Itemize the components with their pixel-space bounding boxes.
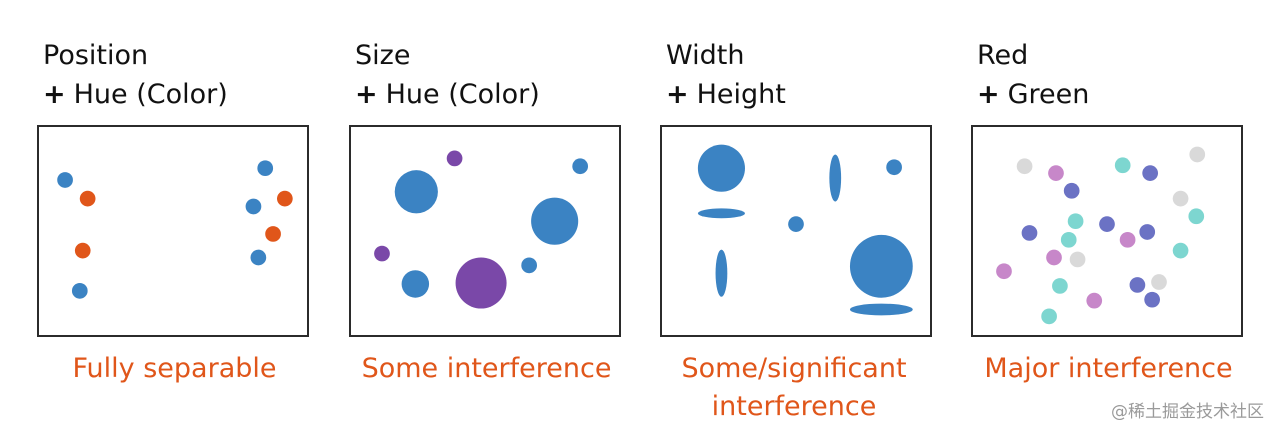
panel-title: Position +Hue (Color) — [43, 36, 228, 114]
mark-circle-16 — [1046, 249, 1062, 266]
plus-sign: + — [977, 79, 1000, 110]
mark-ellipse-1 — [697, 144, 745, 192]
mark-ellipse-7 — [849, 234, 913, 298]
title-line-1: Position — [43, 40, 149, 71]
title-line-2-text: Height — [696, 79, 786, 110]
mark-circle-13 — [1060, 231, 1077, 248]
panel-position-hue: Position +Hue (Color) Fully separable — [37, 0, 327, 434]
panel-caption: Fully separable — [72, 353, 277, 384]
watermark: @稀土掘金技术社区 — [1111, 402, 1264, 422]
mark-circle-15 — [1172, 242, 1189, 259]
title-line-2: +Hue (Color) — [355, 75, 540, 114]
mark-circle-14 — [1119, 231, 1136, 248]
mark-ellipse-6 — [715, 249, 728, 297]
mark-circle-1 — [446, 150, 463, 167]
mark-circle-11 — [1139, 224, 1156, 240]
title-line-2: +Hue (Color) — [43, 75, 228, 114]
mark-circle-2 — [79, 190, 96, 207]
mark-circle-6 — [277, 190, 293, 207]
mark-circle-6 — [521, 257, 537, 274]
title-line-2: +Height — [666, 75, 786, 114]
diagram-box — [37, 125, 309, 337]
mark-circle-8 — [265, 226, 281, 242]
title-line-2-text: Green — [1007, 79, 1090, 110]
mark-ellipse-5 — [788, 216, 804, 232]
mark-circle-7 — [245, 198, 262, 215]
mark-ellipse-4 — [886, 159, 902, 176]
mark-circle-21 — [1129, 277, 1146, 293]
diagram-canvas — [374, 150, 589, 309]
mark-circle-6 — [1063, 182, 1080, 199]
mark-circle-5 — [1189, 146, 1206, 163]
panel-caption: Major interference — [984, 353, 1233, 384]
mark-circle-23 — [1144, 291, 1160, 308]
plus-sign: + — [666, 79, 689, 110]
title-line-2: +Green — [977, 75, 1089, 114]
mark-ellipse-2 — [697, 208, 745, 219]
panel-title: Red +Green — [977, 36, 1089, 114]
mark-circle-2 — [1048, 165, 1064, 181]
mark-ellipse-8 — [849, 303, 913, 316]
title-line-2-text: Hue (Color) — [385, 79, 540, 110]
panel-width-height: Width +Height Some/significant interfere… — [660, 0, 950, 434]
panel-title: Size +Hue (Color) — [355, 36, 540, 114]
mark-circle-3 — [394, 170, 438, 214]
diagram-canvas — [697, 144, 913, 316]
mark-circle-3 — [1114, 157, 1131, 174]
mark-circle-20 — [1052, 278, 1068, 294]
diagram-box — [660, 125, 932, 337]
mark-circle-8 — [1188, 208, 1205, 225]
mark-circle-24 — [1041, 308, 1057, 325]
mark-circle-22 — [1086, 292, 1103, 309]
mark-circle-4 — [1142, 165, 1159, 181]
mark-circle-1 — [1016, 158, 1033, 175]
mark-circle-4 — [531, 197, 579, 245]
mark-circle-5 — [374, 245, 390, 262]
mark-circle-7 — [1172, 190, 1189, 207]
diagram-canvas — [57, 160, 293, 299]
title-line-2-text: Hue (Color) — [73, 79, 228, 110]
title-line-1: Red — [977, 40, 1029, 71]
panel-caption: Some/significant interference — [681, 353, 907, 422]
diagram-box — [349, 125, 621, 337]
mark-circle-18 — [996, 263, 1012, 280]
mark-circle-17 — [1069, 251, 1086, 268]
panel-red-green: Red +Green Major interference — [971, 0, 1261, 434]
panel-title: Width +Height — [666, 36, 786, 114]
diagram-canvas — [996, 146, 1206, 325]
mark-circle-5 — [257, 160, 274, 177]
title-line-1: Size — [355, 40, 411, 71]
panel-caption: Some interference — [361, 353, 612, 384]
mark-circle-12 — [1021, 225, 1038, 241]
mark-circle-8 — [455, 257, 507, 309]
mark-circle-10 — [1099, 216, 1115, 232]
mark-circle-9 — [1067, 213, 1084, 230]
mark-circle-9 — [250, 249, 267, 266]
mark-circle-7 — [401, 270, 430, 298]
mark-circle-19 — [1151, 274, 1167, 290]
mark-circle-2 — [572, 158, 589, 175]
mark-circle-4 — [71, 283, 88, 299]
mark-circle-3 — [74, 242, 91, 259]
mark-ellipse-3 — [829, 154, 842, 202]
plus-sign: + — [43, 79, 66, 110]
plus-sign: + — [355, 79, 378, 110]
diagram-box — [971, 125, 1243, 337]
title-line-1: Width — [666, 40, 745, 71]
panel-size-hue: Size +Hue (Color) Some interference — [349, 0, 639, 434]
mark-circle-1 — [57, 172, 73, 188]
